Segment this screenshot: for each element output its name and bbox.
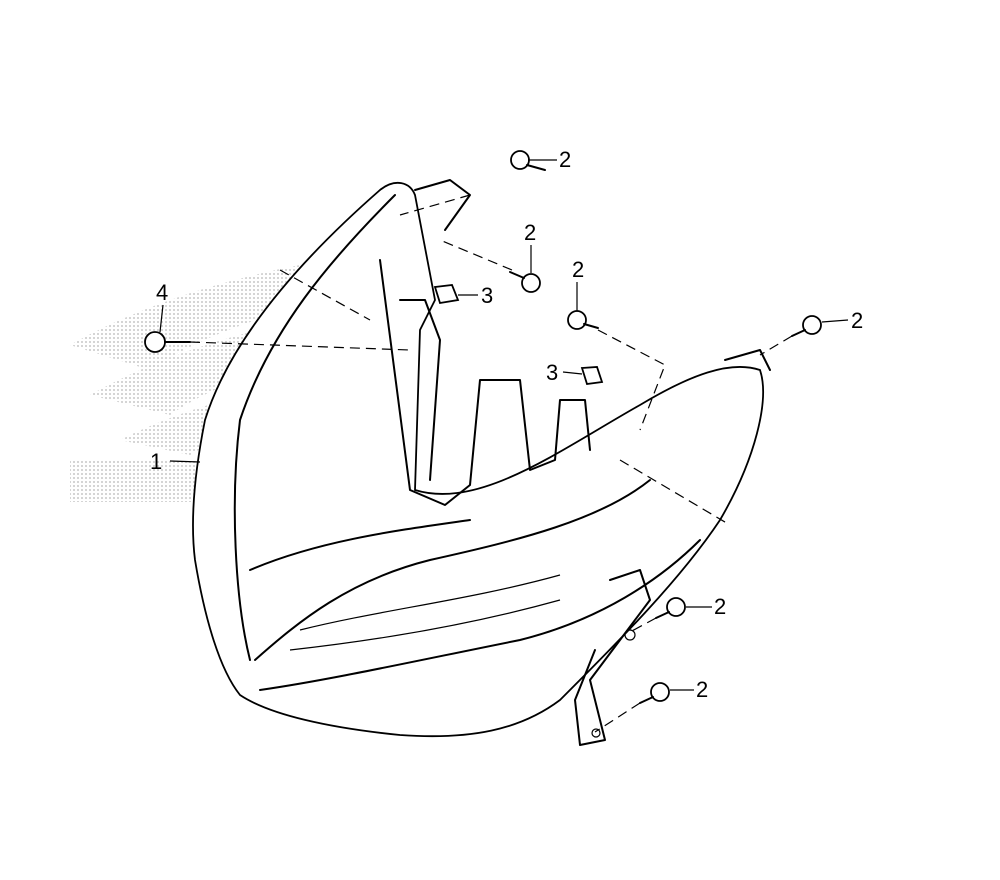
bolt-icon [144, 331, 191, 353]
fasteners [144, 150, 822, 704]
callout-4-bolt: 4 [156, 280, 168, 305]
clip-icon [433, 284, 460, 305]
callout-2-bolt: 2 [524, 220, 536, 245]
callout-1-headlight: 1 [150, 449, 162, 474]
bolt-icon [791, 315, 822, 337]
callout-2-bolt: 2 [714, 594, 726, 619]
clip-icon [580, 366, 604, 385]
bolt-icon [509, 271, 541, 293]
callout-2-bolt: 2 [572, 257, 584, 282]
leader-lines [159, 159, 849, 733]
headlight-assembly [192, 179, 771, 746]
callout-labels: 1 2 2 2 2 2 2 3 3 4 [150, 147, 863, 702]
callout-3-clip: 3 [546, 360, 558, 385]
bolt-icon [639, 682, 670, 704]
callout-2-bolt: 2 [696, 677, 708, 702]
callout-3-clip: 3 [481, 283, 493, 308]
callout-2-bolt: 2 [851, 308, 863, 333]
bolt-icon [510, 150, 546, 171]
bolt-icon [655, 597, 686, 619]
callout-2-bolt: 2 [559, 147, 571, 172]
bolt-icon [567, 310, 599, 330]
